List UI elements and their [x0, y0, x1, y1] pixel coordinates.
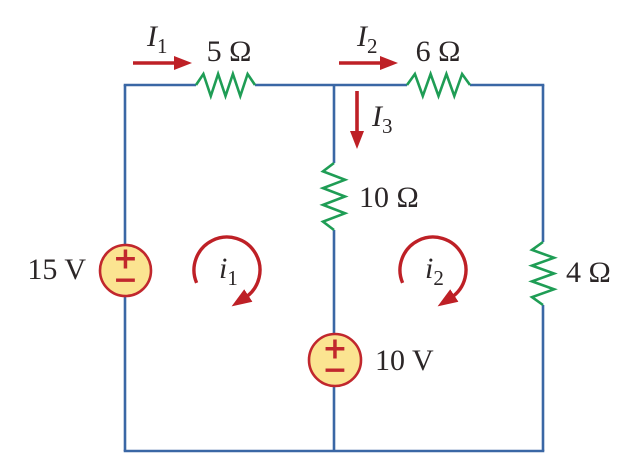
I1-current-arrow-icon [133, 56, 192, 70]
minus-icon: − [322, 353, 347, 388]
minus-icon: − [113, 263, 138, 298]
voltage-source-10v-circle [307, 332, 363, 388]
mesh-current-i2-arrow-icon [398, 235, 468, 307]
circuit-wires [123, 83, 545, 453]
voltage-source-15v-circle [98, 243, 153, 298]
mesh-current-i2-label: i2 [425, 252, 444, 290]
resistor-5ohm [194, 69, 257, 101]
resistor-5ohm-label: 5 Ω [207, 35, 252, 68]
resistor-10ohm [319, 161, 349, 232]
I2-label: I2 [356, 20, 378, 58]
voltage-source-15v: + − [98, 242, 153, 298]
resistor-10ohm-label: 10 Ω [359, 181, 419, 214]
resistor-4ohm [528, 240, 558, 307]
I1-label: I1 [146, 20, 168, 58]
I3-label: I3 [371, 100, 393, 138]
voltage-source-10v: + − [307, 332, 363, 388]
I3-current-arrow-icon [350, 91, 364, 149]
mesh-current-i1-label: i1 [219, 252, 238, 290]
resistor-4ohm-label: 4 Ω [566, 256, 611, 289]
voltage-10v-label: 10 V [375, 344, 434, 377]
voltage-15v-label: 15 V [27, 253, 86, 286]
mesh-current-i1-arrow-icon [192, 235, 262, 307]
resistor-6ohm [405, 70, 472, 100]
plus-icon: + [113, 242, 138, 277]
resistor-6ohm-label: 6 Ω [416, 35, 461, 68]
plus-icon: + [322, 332, 347, 367]
I2-current-arrow-icon [339, 56, 398, 70]
